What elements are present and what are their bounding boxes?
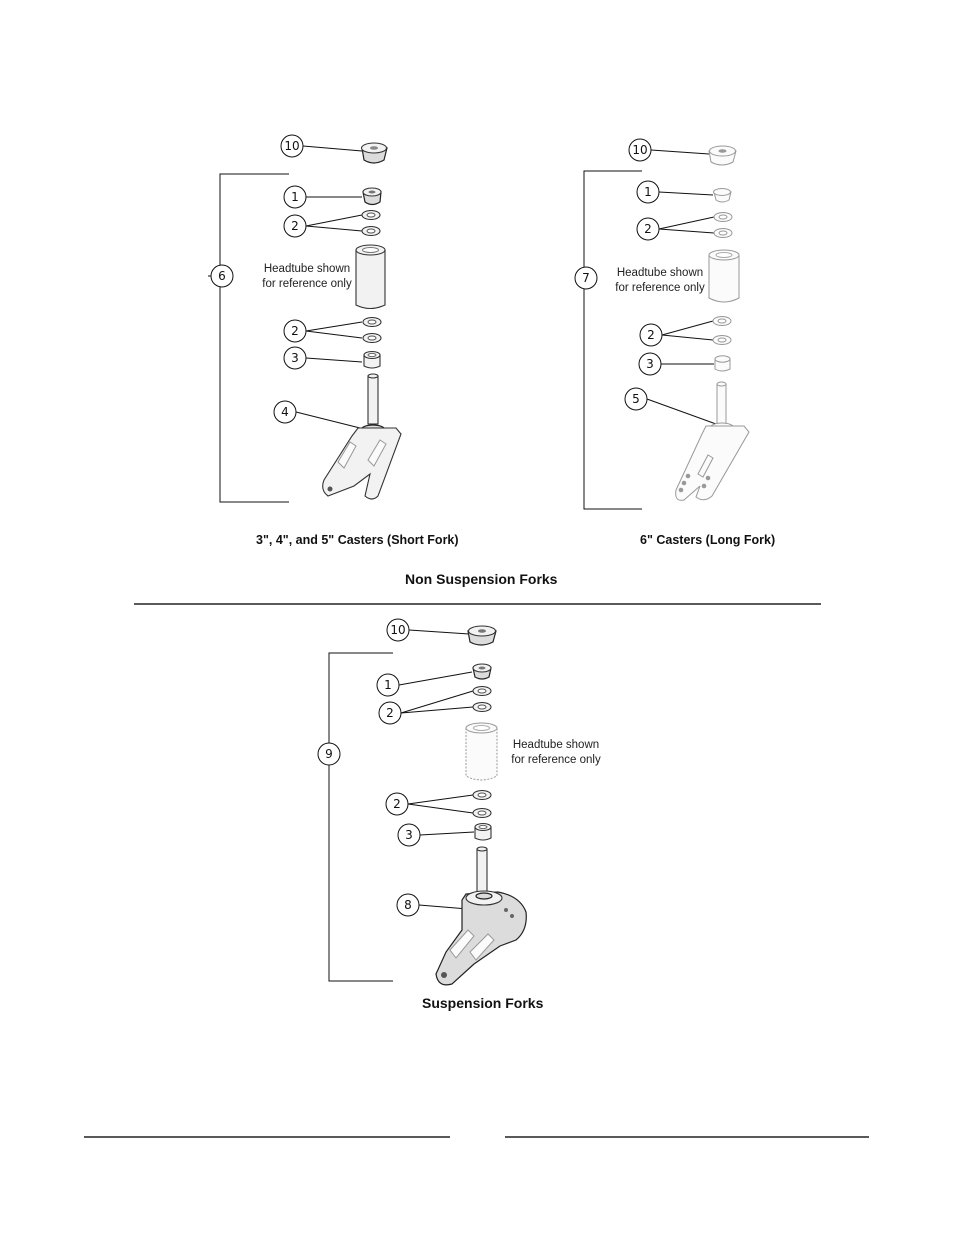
- washer-part: [472, 685, 492, 713]
- headtube-reference: [708, 249, 740, 303]
- short-fork-caption: 3", 4", and 5" Casters (Short Fork): [256, 533, 459, 547]
- callout-washers-top-label: 2: [644, 222, 652, 236]
- headtube-note-line2: for reference only: [615, 282, 705, 294]
- headtube-note-line1: Headtube shown: [617, 267, 703, 279]
- nut-part: [362, 187, 382, 206]
- callout-assembly-label: 7: [582, 271, 590, 285]
- assembly-bracket: [583, 170, 642, 510]
- callout-assembly-label: 9: [325, 747, 333, 761]
- headtube-note-line1: Headtube shown: [264, 263, 350, 275]
- short-fork-part: [322, 373, 402, 500]
- headtube-reference: [465, 722, 498, 781]
- nut-part: [713, 188, 732, 203]
- suspension-section-title: Suspension Forks: [422, 995, 544, 1011]
- callout-cap-label: 10: [390, 623, 405, 637]
- bearing-part: [714, 355, 731, 372]
- callout-washers-top-label: 2: [291, 219, 299, 233]
- callout-washers-top-label: 2: [386, 706, 394, 720]
- callout-assembly: [574, 266, 598, 290]
- headtube-note-line2: for reference only: [511, 754, 601, 766]
- assembly-bracket: [219, 173, 289, 503]
- long-fork-part: [675, 381, 750, 501]
- washer-part: [472, 789, 492, 819]
- washer-part: [713, 212, 733, 238]
- callout-nut-label: 1: [644, 185, 652, 199]
- callout-fork-label: 8: [404, 898, 412, 912]
- callout-nut-label: 1: [384, 678, 392, 692]
- short-fork-figure: 6 10 1 2: [208, 134, 402, 503]
- assembly-bracket: [328, 652, 393, 982]
- washer-part: [712, 316, 732, 345]
- bearing-part: [363, 350, 381, 369]
- callout-bearing-label: 3: [646, 357, 654, 371]
- callout-washers-bottom-label: 2: [393, 797, 401, 811]
- washer-part: [361, 209, 381, 237]
- suspension-fork-part: [435, 846, 527, 986]
- callout-fork-label: 4: [281, 405, 289, 419]
- callout-fork-label: 5: [632, 392, 640, 406]
- callout-cap-label: 10: [284, 139, 299, 153]
- headtube-note-line1: Headtube shown: [513, 739, 599, 751]
- bearing-part: [474, 822, 492, 841]
- nut-part: [472, 663, 492, 680]
- callout-bearing-label: 3: [405, 828, 413, 842]
- callout-washers-bottom-label: 2: [291, 324, 299, 338]
- callout-assembly-label: 6: [218, 269, 226, 283]
- callout-washers-bottom-label: 2: [647, 328, 655, 342]
- callout-nut-label: 1: [291, 190, 299, 204]
- cap-part: [708, 145, 737, 166]
- callout-cap-label: 10: [632, 143, 647, 157]
- headtube-note-line2: for reference only: [262, 278, 352, 290]
- callout-assembly: [210, 264, 234, 288]
- cap-part: [360, 142, 388, 164]
- suspension-fork-figure: 9 10 1 2: [317, 618, 601, 986]
- non-suspension-section-title: Non Suspension Forks: [405, 571, 558, 587]
- washer-part: [362, 316, 382, 344]
- long-fork-figure: 7 10 1 2: [574, 138, 750, 510]
- callout-bearing-label: 3: [291, 351, 299, 365]
- long-fork-caption: 6" Casters (Long Fork): [640, 533, 776, 547]
- cap-part: [467, 625, 497, 646]
- callout-assembly: [317, 742, 341, 766]
- headtube-reference: [355, 244, 386, 310]
